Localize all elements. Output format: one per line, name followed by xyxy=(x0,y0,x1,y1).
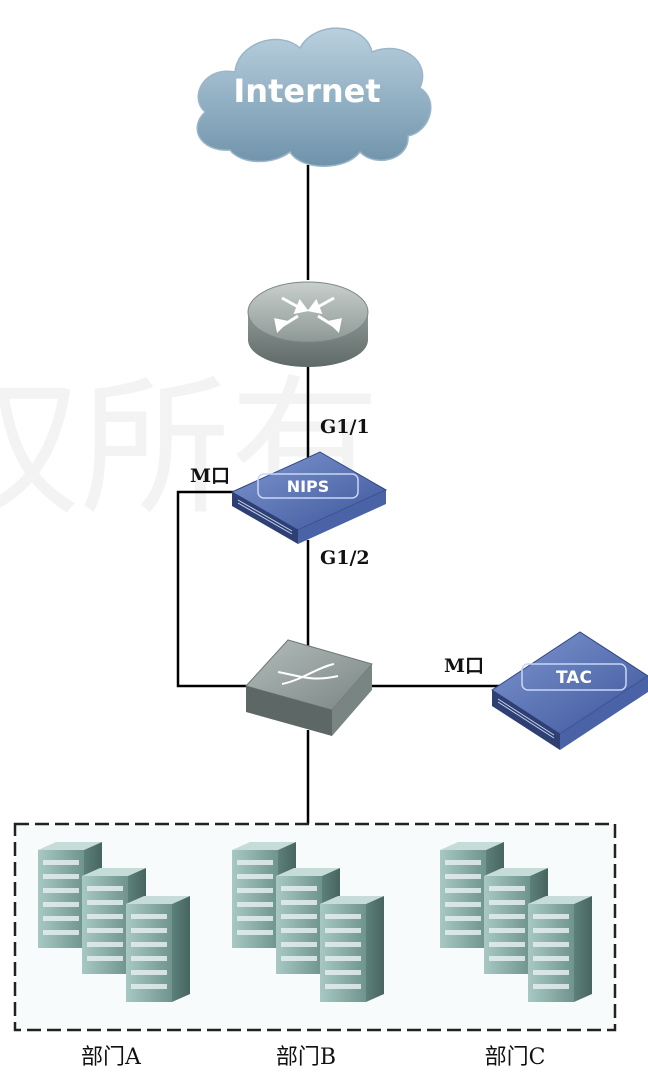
server-icon xyxy=(528,896,592,1002)
server-icon xyxy=(320,896,384,1002)
server-icon xyxy=(38,842,102,948)
nips-device-icon: NIPS xyxy=(230,451,388,544)
nips-port-upper-label: G1/1 xyxy=(320,416,370,438)
server-icon xyxy=(126,896,190,1002)
nips-port-lower-label: G1/2 xyxy=(320,547,370,569)
connection-lines xyxy=(176,165,500,824)
server-clusters xyxy=(38,842,592,1002)
department-a-label: 部门A xyxy=(81,1045,142,1070)
tac-device-icon: TAC xyxy=(491,631,648,750)
department-c-label: 部门C xyxy=(485,1045,546,1070)
nips-mgmt-port-label: M口 xyxy=(190,465,230,487)
router-icon xyxy=(247,281,369,367)
server-icon xyxy=(276,868,340,974)
link-nips-mgmt xyxy=(176,490,248,688)
switch-icon xyxy=(245,639,373,736)
nips-label: NIPS xyxy=(287,477,330,496)
department-b-label: 部门B xyxy=(276,1045,336,1070)
server-cluster-a xyxy=(38,842,190,1002)
internet-label: Internet xyxy=(233,72,380,110)
server-cluster-b xyxy=(232,842,384,1002)
tac-mgmt-port-label: M口 xyxy=(444,655,484,677)
server-cluster-c xyxy=(440,842,592,1002)
tac-label: TAC xyxy=(556,668,592,688)
internet-cloud-icon: Internet xyxy=(196,27,432,167)
